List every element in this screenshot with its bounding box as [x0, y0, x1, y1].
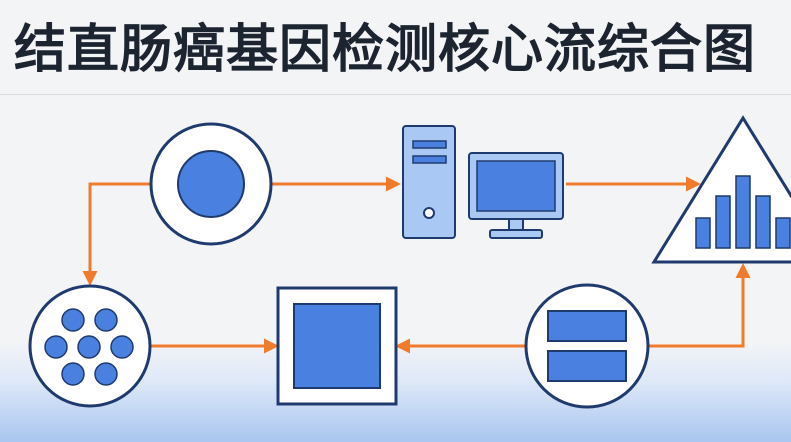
cell-cluster-icon — [28, 284, 152, 408]
title-divider — [0, 94, 791, 95]
stacked-bars-icon — [524, 283, 650, 409]
square-sample-icon — [276, 286, 398, 406]
computer-tower-icon — [402, 125, 456, 239]
page-title: 结直肠癌基因检测核心流综合图 — [14, 20, 757, 80]
single-cell-icon — [149, 122, 273, 246]
chart-triangle-icon — [651, 115, 791, 264]
arrow-cell-to-cluster — [82, 182, 150, 286]
arrow-bars-to-triangle — [648, 263, 751, 348]
monitor-icon — [468, 152, 564, 239]
